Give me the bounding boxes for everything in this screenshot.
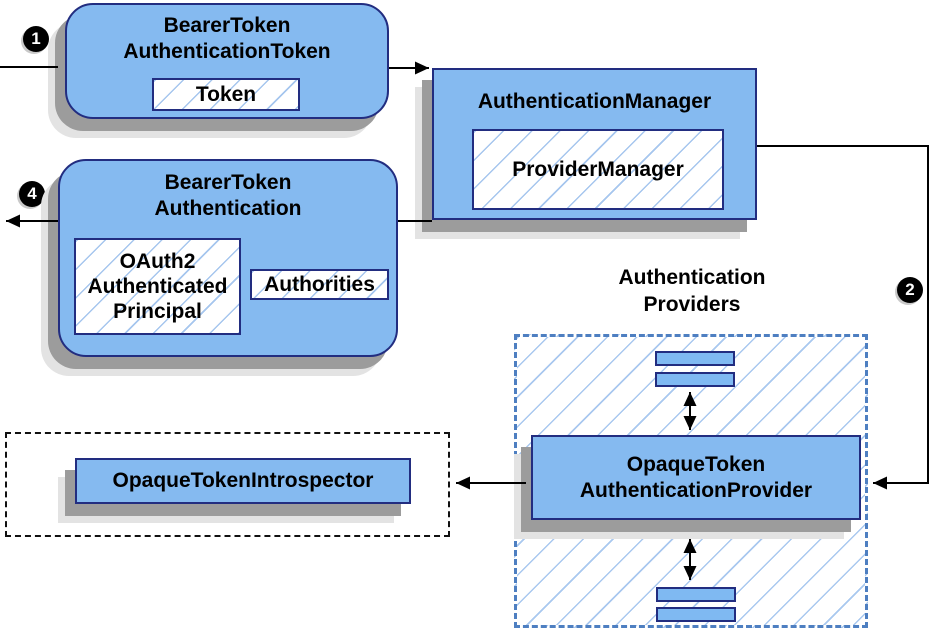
introspector-dashed-box: OpaqueTokenIntrospector — [5, 432, 450, 537]
title-line-2: AuthenticationProvider — [579, 478, 813, 502]
label-line-1: Authentication — [618, 266, 766, 289]
principal-line-3: Principal — [113, 300, 202, 323]
step-2-badge: 2 — [897, 277, 923, 303]
title-line: AuthenticationManager — [477, 90, 712, 113]
step-1-badge: 1 — [23, 26, 49, 52]
authorities-inner-box: Authorities — [250, 269, 389, 300]
authorities-label: Authorities — [264, 272, 375, 296]
provider-manager-label: ProviderManager — [512, 157, 684, 181]
node-bearer-token-authentication-token: BearerToken AuthenticationToken Token — [65, 3, 389, 119]
label-line-2: Providers — [643, 293, 741, 316]
title-line-2: AuthenticationToken — [123, 40, 331, 63]
step-4-badge: 4 — [19, 181, 45, 207]
node-bearer-token-authentication: BearerToken Authentication OAuth2 Authen… — [58, 159, 398, 357]
node-opaque-token-authentication-provider: OpaqueToken AuthenticationProvider — [531, 435, 861, 520]
principal-line-2: Authenticated — [87, 275, 228, 298]
provider-stack-bar — [655, 372, 735, 387]
token-label: Token — [195, 82, 257, 106]
provider-stack-bar — [655, 351, 735, 366]
oauth2-authenticated-principal-inner-box: OAuth2 Authenticated Principal — [74, 238, 241, 335]
node-opaque-token-introspector: OpaqueTokenIntrospector — [75, 458, 411, 504]
provider-stack-bar — [656, 607, 736, 622]
token-inner-box: Token — [152, 78, 300, 111]
principal-line-1: OAuth2 — [119, 250, 196, 273]
node-title: BearerToken AuthenticationToken — [67, 13, 387, 65]
title-line-1: BearerToken — [163, 14, 291, 37]
introspector-label: OpaqueTokenIntrospector — [112, 469, 374, 492]
node-title: BearerToken Authentication — [60, 170, 396, 222]
provider-manager-inner-box: ProviderManager — [472, 129, 724, 210]
provider-stack-bar — [656, 587, 736, 602]
title-line-2: Authentication — [154, 197, 302, 220]
node-authentication-manager: AuthenticationManager ProviderManager — [432, 68, 757, 220]
authentication-providers-label: Authentication Providers — [572, 264, 812, 318]
title-line-1: OpaqueToken — [626, 452, 766, 476]
title-line-1: BearerToken — [164, 171, 292, 194]
authentication-providers-region: OpaqueToken AuthenticationProvider — [514, 334, 868, 628]
node-title: AuthenticationManager — [434, 89, 755, 115]
